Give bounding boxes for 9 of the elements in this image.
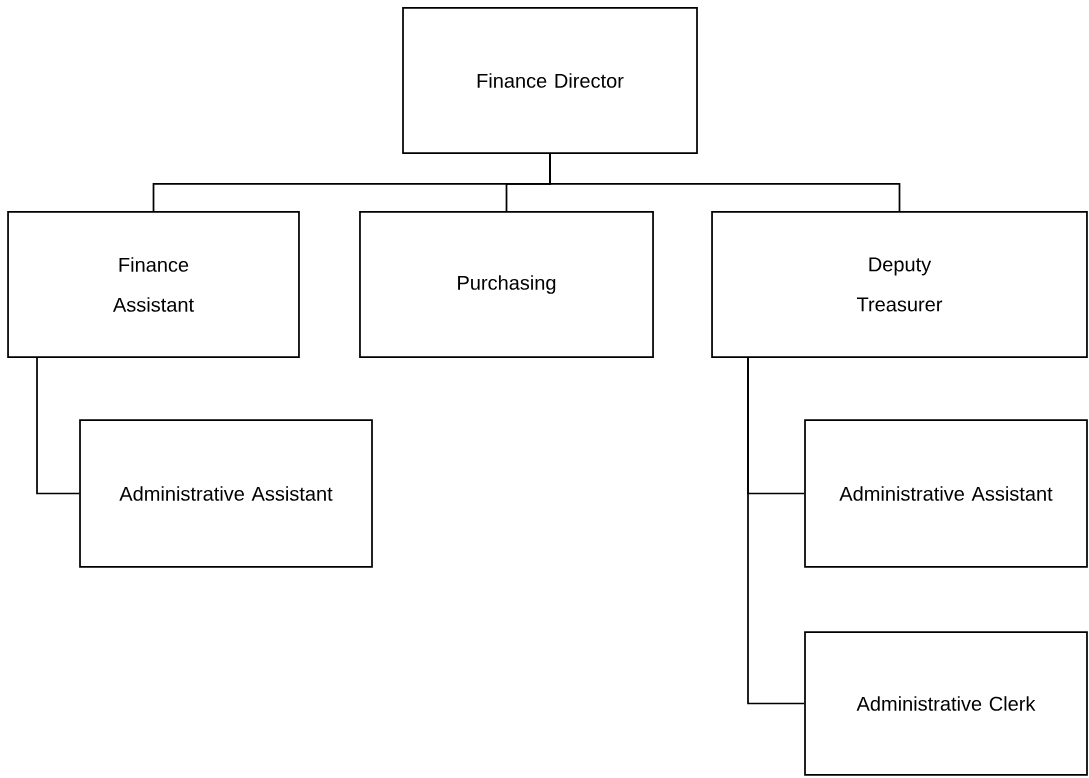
org-box: Finance Director: [402, 7, 698, 154]
org-box: Deputy Treasurer: [711, 211, 1088, 358]
org-box: Administrative Assistant: [804, 419, 1088, 568]
connector-line: [747, 356, 805, 705]
org-box: Purchasing: [359, 211, 654, 358]
connector-line: [36, 356, 80, 495]
org-box: Administrative Assistant: [79, 419, 373, 568]
org-box: Administrative Clerk: [804, 631, 1088, 776]
org-box: Finance Assistant: [7, 211, 300, 358]
